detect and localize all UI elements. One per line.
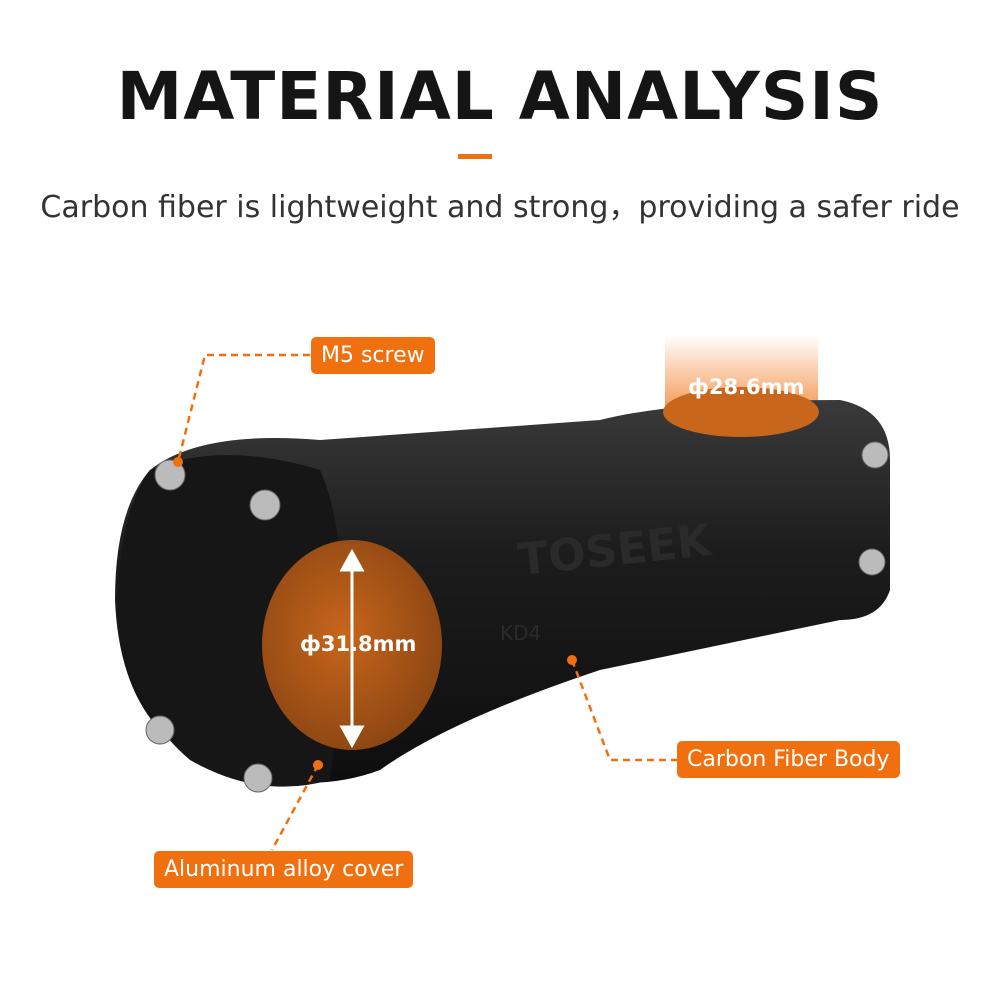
page-subtitle: Carbon fiber is lightweight and strong，p… (40, 190, 960, 225)
steerer-diameter-label: ф28.6mm (688, 375, 805, 399)
callout-lines (176, 353, 678, 851)
page-title: MATERIAL ANALYSIS (116, 58, 884, 135)
callout-dots (173, 457, 577, 770)
diameter-arrow (339, 548, 365, 749)
callout-carbon-body: Carbon Fiber Body (677, 741, 900, 778)
screw-icon (145, 441, 889, 793)
callout-aluminum-cover: Aluminum alloy cover (154, 851, 414, 888)
logo-model: KD4 (500, 621, 541, 645)
callout-m5-screw: M5 screw (311, 337, 435, 374)
handlebar-diameter-label: ф31.8mm (300, 632, 417, 656)
steerer-bore (663, 387, 819, 437)
title-accent-bar (458, 154, 492, 159)
